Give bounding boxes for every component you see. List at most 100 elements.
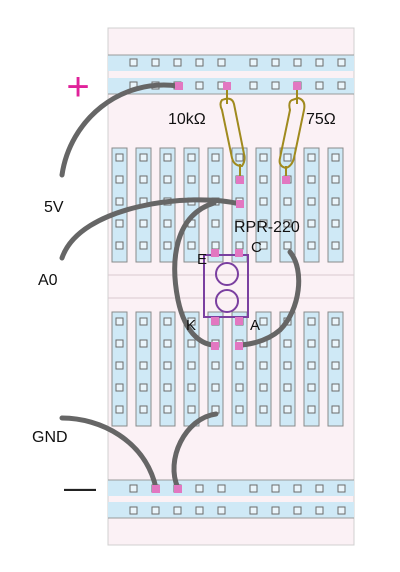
- pin-k: [211, 317, 219, 325]
- wire-e-loop: [172, 200, 218, 348]
- breadboard-hole: [331, 219, 340, 228]
- breadboard-hole: [307, 383, 316, 392]
- breadboard-hole: [331, 361, 340, 370]
- breadboard-hole: [195, 506, 204, 515]
- breadboard-hole: [211, 383, 220, 392]
- breadboard-hole: [307, 317, 316, 326]
- breadboard-hole: [163, 317, 172, 326]
- label-a0: A0: [38, 272, 58, 289]
- breadboard-hole: [271, 506, 280, 515]
- label-a: A: [250, 317, 260, 334]
- breadboard-hole: [307, 153, 316, 162]
- breadboard-hole: [139, 405, 148, 414]
- breadboard-hole: [259, 175, 268, 184]
- breadboard: [107, 27, 355, 546]
- breadboard-hole: [307, 361, 316, 370]
- label-c: C: [251, 239, 262, 256]
- pin-c: [235, 249, 243, 257]
- breadboard-hole: [307, 241, 316, 250]
- breadboard-hole: [259, 241, 268, 250]
- bottom-power-rails: [108, 479, 354, 519]
- breadboard-hole: [115, 361, 124, 370]
- breadboard-hole: [331, 383, 340, 392]
- breadboard-hole: [259, 197, 268, 206]
- breadboard-hole: [337, 58, 346, 67]
- plus-sign: +: [66, 65, 89, 109]
- breadboard-hole: [249, 81, 258, 90]
- breadboard-hole: [151, 58, 160, 67]
- breadboard-hole: [283, 383, 292, 392]
- breadboard-hole: [115, 339, 124, 348]
- breadboard-hole: [337, 81, 346, 90]
- breadboard-hole: [115, 383, 124, 392]
- label-e: E: [197, 251, 207, 268]
- label-10k: 10kΩ: [168, 111, 206, 128]
- breadboard-hole: [151, 506, 160, 515]
- breadboard-hole: [331, 339, 340, 348]
- breadboard-hole: [139, 175, 148, 184]
- breadboard-hole: [331, 317, 340, 326]
- breadboard-hole: [307, 175, 316, 184]
- pin-a: [235, 317, 243, 325]
- breadboard-hole: [235, 219, 244, 228]
- breadboard-hole: [259, 317, 268, 326]
- breadboard-hole: [187, 405, 196, 414]
- breadboard-hole: [139, 383, 148, 392]
- breadboard-hole: [187, 383, 196, 392]
- label-5v: 5V: [44, 199, 64, 216]
- breadboard-hole: [307, 339, 316, 348]
- pin-e: [211, 249, 219, 257]
- breadboard-hole: [115, 175, 124, 184]
- breadboard-hole: [195, 81, 204, 90]
- breadboard-hole: [163, 219, 172, 228]
- breadboard-hole: [249, 484, 258, 493]
- wire-5v: [59, 82, 181, 178]
- breadboard-hole: [259, 383, 268, 392]
- label-rpr220: RPR-220: [234, 219, 300, 236]
- breadboard-hole: [235, 405, 244, 414]
- breadboard-hole: [283, 197, 292, 206]
- breadboard-hole: [217, 58, 226, 67]
- breadboard-hole: [271, 81, 280, 90]
- terminal-strips-bottom: [111, 311, 344, 427]
- label-gnd: GND: [32, 429, 68, 446]
- breadboard-hole: [115, 241, 124, 250]
- breadboard-hole: [187, 339, 196, 348]
- breadboard-hole: [115, 153, 124, 162]
- breadboard-hole: [271, 58, 280, 67]
- breadboard-hole: [331, 241, 340, 250]
- breadboard-hole: [283, 405, 292, 414]
- breadboard-hole: [211, 175, 220, 184]
- breadboard-hole: [115, 219, 124, 228]
- breadboard-hole: [331, 175, 340, 184]
- breadboard-hole: [235, 241, 244, 250]
- breadboard-hole: [173, 58, 182, 67]
- breadboard-hole: [139, 339, 148, 348]
- breadboard-hole: [337, 506, 346, 515]
- breadboard-hole: [283, 219, 292, 228]
- breadboard-hole: [187, 317, 196, 326]
- wire-a0: [59, 197, 243, 261]
- breadboard-hole: [259, 405, 268, 414]
- label-k: K: [186, 317, 196, 334]
- breadboard-hole: [315, 506, 324, 515]
- breadboard-hole: [249, 506, 258, 515]
- highlighted-holes: [152, 82, 301, 493]
- rpr-220-sensor: [203, 249, 249, 325]
- wires: [59, 82, 302, 491]
- breadboard-hole: [163, 405, 172, 414]
- breadboard-hole: [235, 383, 244, 392]
- breadboard-hole: [331, 405, 340, 414]
- breadboard-hole: [293, 58, 302, 67]
- breadboard-hole: [129, 506, 138, 515]
- breadboard-hole: [195, 58, 204, 67]
- breadboard-hole: [315, 58, 324, 67]
- breadboard-hole: [217, 484, 226, 493]
- breadboard-hole: [307, 219, 316, 228]
- breadboard-hole: [331, 153, 340, 162]
- breadboard-hole: [163, 153, 172, 162]
- label-75: 75Ω: [306, 111, 336, 128]
- breadboard-hole: [163, 175, 172, 184]
- breadboard-hole: [115, 197, 124, 206]
